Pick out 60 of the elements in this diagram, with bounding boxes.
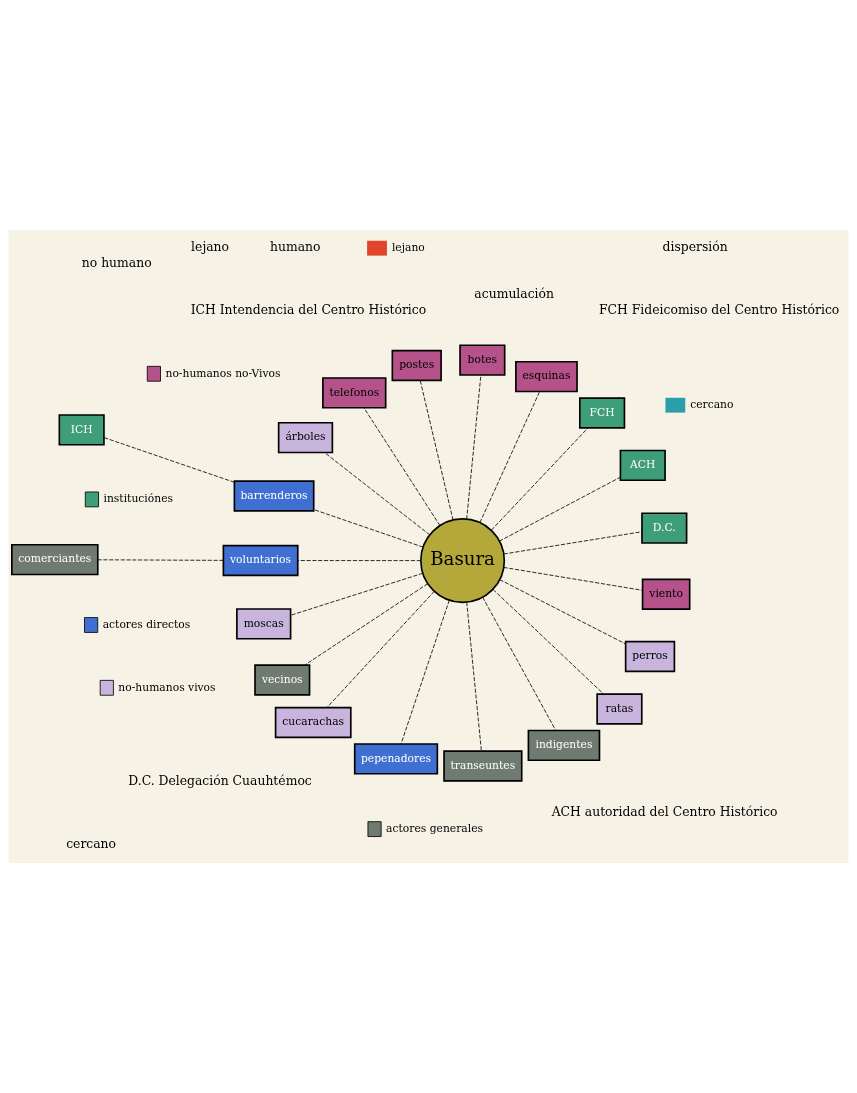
label: no humano (81, 254, 152, 270)
node-box: telefonos (322, 377, 387, 409)
connector (290, 572, 423, 616)
connector (499, 476, 621, 542)
node-box: viento (641, 578, 691, 610)
label: lejano (191, 239, 230, 255)
node-box: D.C. (641, 512, 688, 544)
connector (103, 437, 235, 483)
label: humano (269, 239, 321, 255)
connector (479, 391, 541, 523)
connector (400, 599, 450, 745)
node-box: ACH (619, 449, 666, 482)
connector (466, 601, 482, 752)
node-box: perros (624, 640, 676, 673)
node-box: transeuntes (443, 750, 523, 782)
connector (499, 579, 626, 645)
connector (97, 559, 224, 561)
legend-label: no-humanos no-Vivos (165, 366, 281, 380)
node-box: cucarachas (274, 706, 352, 739)
legend-label: actores generales (386, 821, 484, 835)
node-box: vecinos (254, 664, 311, 696)
label: cercano (66, 835, 117, 851)
legend-label: lejano (391, 240, 425, 254)
node-box: comerciantes (11, 543, 99, 576)
legend-label: cercano (690, 398, 734, 411)
connector (363, 407, 441, 526)
node-box: moscas (236, 608, 292, 640)
label: dispersión (662, 239, 728, 255)
connector (326, 591, 435, 708)
connector (297, 560, 422, 562)
connector (491, 427, 589, 531)
node-box: voluntarios (222, 544, 299, 577)
node-box: ICH (58, 414, 105, 446)
node-box: esquinas (515, 360, 578, 393)
node-box: indigentes (527, 729, 601, 762)
legend-label: actores directos (102, 617, 191, 631)
label: acumulación (474, 286, 555, 302)
connector (313, 509, 424, 548)
connector (503, 567, 643, 591)
connector (482, 596, 557, 731)
node-box: pepenadores (353, 743, 439, 775)
label: ICH Intendencia del Centro Histórico (190, 301, 427, 317)
connector (503, 531, 643, 555)
node-box: barrenderos (233, 480, 315, 512)
connector (419, 379, 454, 521)
node-circle: Basura (420, 518, 506, 604)
label: ACH autoridad del Centro Histórico (551, 804, 778, 820)
node-box: postes (391, 349, 442, 382)
connector (492, 589, 604, 695)
node-box: FCH (579, 397, 626, 429)
node-box: ratas (596, 693, 643, 725)
label: D.C. Delegación Cuauhtémoc (128, 772, 312, 788)
label: FCH Fideicomiso del Centro Histórico (598, 301, 840, 317)
node-box: árboles (277, 421, 334, 454)
legend-label: instituciónes (103, 492, 174, 506)
connector (304, 583, 428, 666)
node-box: botes (459, 344, 506, 376)
connector (466, 374, 482, 520)
connector (324, 452, 431, 536)
legend-label: no-humanos vivos (118, 680, 216, 694)
